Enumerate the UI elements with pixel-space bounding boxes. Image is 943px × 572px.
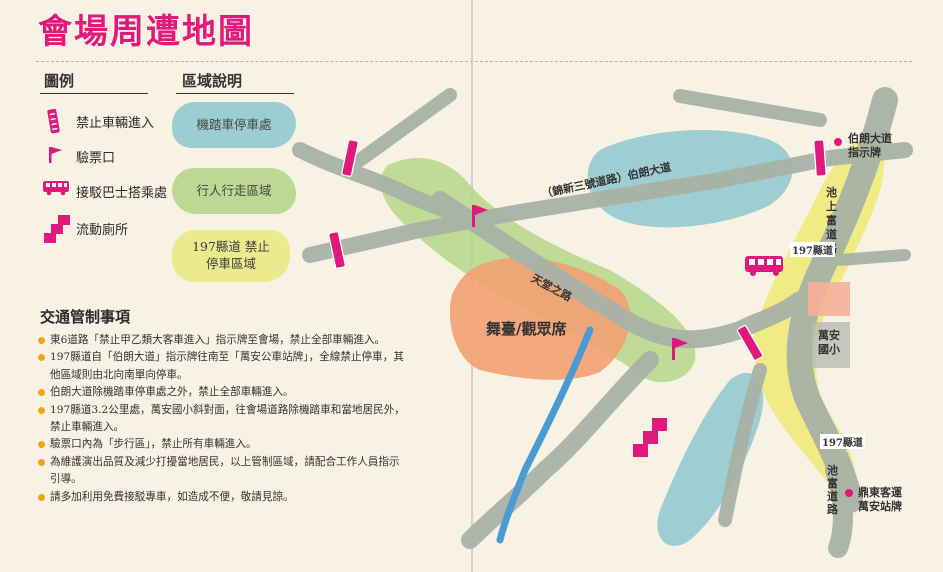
motorcycle-parking-south <box>657 372 764 546</box>
legend-heading: 圖例 <box>44 72 75 90</box>
zones-heading: 區域說明 <box>182 72 243 90</box>
legend-item-no-entry <box>46 108 62 138</box>
road-north-west <box>353 88 457 167</box>
legend-item-toilet <box>42 214 72 248</box>
road-school-side <box>834 249 911 266</box>
legend-label-no-entry: 禁止車輛進入 <box>76 116 155 131</box>
legend-label-ticket: 驗票口 <box>76 151 116 166</box>
route197-label-north: 197縣道 <box>790 242 835 257</box>
route197-label-south: 197縣道 <box>820 434 865 449</box>
zone-motorcycle-parking-label: 機踏車停車處 <box>196 116 272 132</box>
zone-motorcycle-parking: 機踏車停車處 <box>172 102 296 148</box>
road-north-spur <box>673 89 827 127</box>
zone-no-parking-label: 197縣道 禁止停車區域 <box>192 239 270 271</box>
ticket-flag-icon <box>472 205 688 360</box>
zones-heading-underline <box>176 93 294 94</box>
traffic-rule: 請多加利用免費接駁專車，如造成不便，敬請見諒。 <box>38 489 408 506</box>
school-block <box>808 282 850 316</box>
road-chifu-south <box>825 460 853 558</box>
no-entry-sign-icon <box>328 139 827 362</box>
school-label: 萬安國小 <box>818 329 840 356</box>
road-label-chifu: 池富道路 <box>827 464 838 516</box>
legend-heading-underline <box>40 93 148 94</box>
traffic-heading: 交通管制事項 <box>40 308 131 326</box>
shuttle-bus-icon <box>745 256 783 276</box>
boran-sign-marker <box>834 138 842 146</box>
traffic-rule: 驗票口內為「步行區」，禁止所有車輛進入。 <box>38 436 408 453</box>
legend-label-toilet: 流動廁所 <box>76 223 129 238</box>
page-title: 會場周遭地圖 <box>38 12 254 52</box>
zone-pedestrian-label: 行人行走區域 <box>196 182 272 198</box>
no-entry-sign-icon <box>47 108 60 134</box>
portable-toilet-icon <box>44 215 70 243</box>
zone-no-parking: 197縣道 禁止停車區域 <box>172 230 290 282</box>
portable-toilet-icon <box>633 418 667 457</box>
road-west-spur <box>292 142 478 228</box>
road-south-loop <box>718 363 767 527</box>
header-divider <box>36 61 912 62</box>
legend-label-bus: 接駁巴士搭乘處 <box>76 186 168 201</box>
road-tiantang <box>431 191 809 349</box>
river <box>496 326 594 544</box>
shuttle-bus-icon <box>43 181 69 196</box>
ticket-flag-icon <box>49 147 62 163</box>
traffic-rules-list: 東6道路「禁止甲乙類大客車進入」指示牌至會場，禁止全部車輛進入。 197縣道自「… <box>38 332 408 506</box>
boran-sign-label: 伯朗大道指示牌 <box>848 132 892 159</box>
traffic-rule: 伯朗大道除機踏車停車處之外，禁止全部車輛進入。 <box>38 384 408 401</box>
school-block-gray <box>812 322 850 368</box>
stage-label: 舞臺/觀眾席 <box>486 320 567 338</box>
traffic-rule: 197縣道自「伯朗大道」指示牌往南至「萬安公車站牌」，全線禁止停車，其他區域則由… <box>38 349 408 384</box>
traffic-rule: 東6道路「禁止甲乙類大客車進入」指示牌至會場，禁止全部車輛進入。 <box>38 332 408 349</box>
legend-item-ticket <box>48 146 64 168</box>
traffic-rule: 197縣道3.2公里處，萬安國小斜對面，往會場道路除機踏車和當地居民外，禁止車輛… <box>38 402 408 437</box>
zone-pedestrian: 行人行走區域 <box>172 168 296 214</box>
road-boran-avenue <box>302 142 913 263</box>
bus-stop-marker <box>845 489 853 497</box>
traffic-rule: 為維護演出品質及減少打擾當地居民，以上管制區域，請配合工作人員指示引導。 <box>38 454 408 489</box>
road-south-west <box>461 351 659 549</box>
bus-stop-label: 鼎東客運萬安站牌 <box>858 486 902 513</box>
legend-item-bus <box>42 180 70 200</box>
